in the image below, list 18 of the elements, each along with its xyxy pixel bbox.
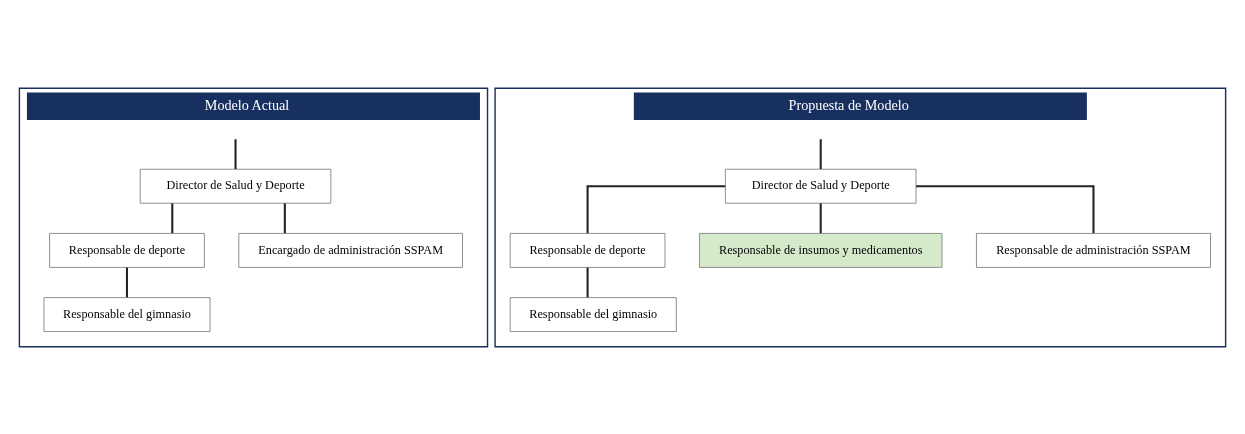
connector xyxy=(819,202,822,233)
connector xyxy=(819,138,822,169)
connector xyxy=(586,267,589,297)
node-box: Director de Salud y Deporte xyxy=(139,168,332,204)
node-box: Responsable del gimnasio xyxy=(43,296,211,332)
connector xyxy=(125,267,128,297)
connector xyxy=(171,202,174,233)
connector xyxy=(234,138,237,169)
node-box: Responsable de administración SSPAM xyxy=(975,232,1211,268)
connector xyxy=(283,202,286,233)
node-box: Responsable de insumos y medicamentos xyxy=(698,232,943,268)
node-box: Responsable del gimnasio xyxy=(509,296,677,332)
node-box: Director de Salud y Deporte xyxy=(724,168,917,204)
node-box: Responsable de deporte xyxy=(49,232,205,268)
node-box: Responsable de deporte xyxy=(509,232,666,268)
connector xyxy=(586,184,726,233)
node-box: Encargado de administración SSPAM xyxy=(238,232,463,268)
connector xyxy=(916,184,1095,233)
